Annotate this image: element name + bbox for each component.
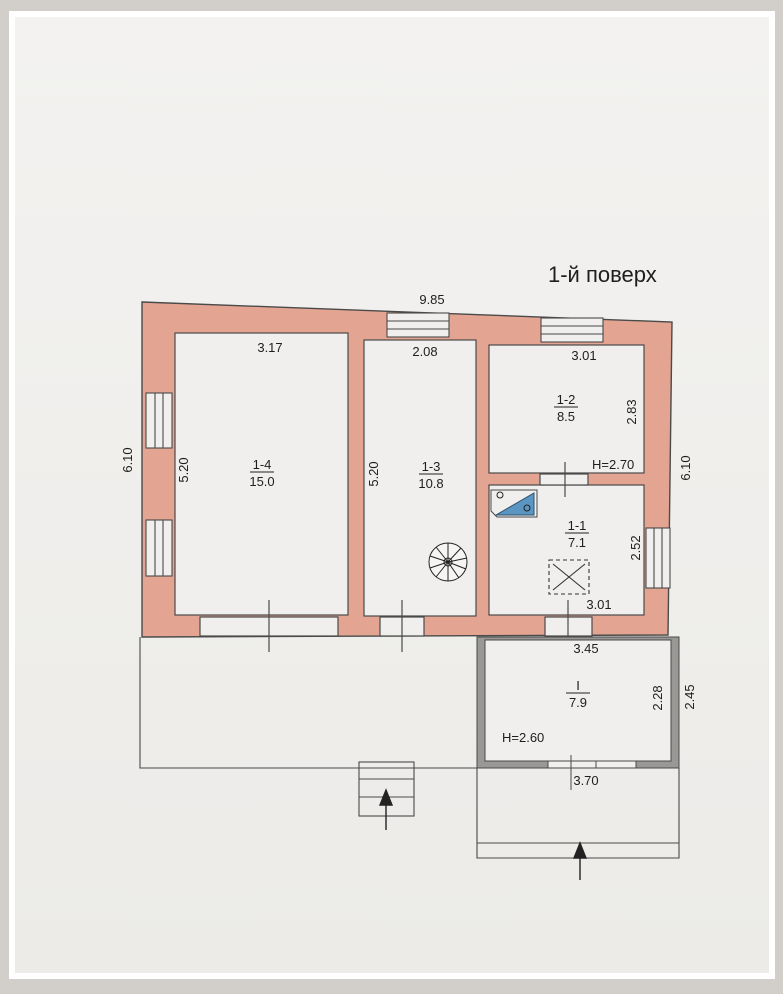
- dim-room-1-1-width: 3.01: [586, 597, 611, 612]
- ceiling-height-annex: H=2.60: [502, 730, 544, 745]
- doors: [199, 462, 593, 652]
- dim-annex-top-width: 3.45: [573, 641, 598, 656]
- dim-overall-width: 9.85: [419, 292, 444, 307]
- main-walls: [141, 301, 673, 638]
- window-right: [645, 527, 671, 589]
- room-1-3-floor: [363, 339, 477, 617]
- window-left-upper: [145, 392, 173, 449]
- windows: [145, 312, 671, 589]
- room-id: 1-2: [557, 392, 576, 407]
- stove-icon: [490, 489, 538, 518]
- room-id: 1-1: [568, 518, 587, 533]
- door-room-1-3: [379, 600, 425, 652]
- ceiling-height-main: H=2.70: [592, 457, 634, 472]
- dim-room-1-3-width: 2.08: [412, 344, 437, 359]
- room-area: 15.0: [249, 474, 274, 489]
- window-top-left: [386, 312, 450, 338]
- door-room-1-4: [199, 600, 339, 652]
- room-id: 1-3: [422, 459, 441, 474]
- hatch-icon: [548, 559, 590, 595]
- entry-arrow-icon: [378, 788, 394, 830]
- dim-annex-inner-height: 2.28: [650, 685, 665, 710]
- dim-room-1-4-width: 3.17: [257, 340, 282, 355]
- dim-annex-bottom-width: 3.70: [573, 773, 598, 788]
- annex-window: [547, 760, 637, 769]
- room-1-4-floor: [174, 332, 349, 616]
- dim-room-1-2-height: 2.83: [624, 399, 639, 424]
- room-area: 7.1: [568, 535, 586, 550]
- room-label-1-2: 1-2 8.5: [554, 392, 578, 424]
- room-label-annex: I 7.9: [566, 678, 590, 710]
- window-left-lower: [145, 519, 173, 577]
- room-id: 1-4: [253, 457, 272, 472]
- dim-overall-height-left: 6.10: [120, 447, 135, 472]
- dim-room-1-2-width: 3.01: [571, 348, 596, 363]
- dim-annex-outer-height: 2.45: [682, 684, 697, 709]
- room-1-2-floor: [488, 344, 645, 474]
- room-area: 10.8: [418, 476, 443, 491]
- door-room-1-2: [539, 462, 589, 497]
- window-top-right: [540, 317, 604, 343]
- room-id: I: [576, 678, 580, 693]
- terrace-outline: [139, 637, 477, 769]
- room-label-1-4: 1-4 15.0: [249, 457, 274, 489]
- spiral-stair-icon: [428, 542, 468, 582]
- room-area: 8.5: [557, 409, 575, 424]
- room-label-1-1: 1-1 7.1: [565, 518, 589, 550]
- door-room-1-1-south: [544, 600, 593, 650]
- floor-title: 1-й поверх: [548, 262, 657, 287]
- dim-room-1-4-height: 5.20: [176, 457, 191, 482]
- annex-walls: [476, 636, 680, 790]
- room-area: 7.9: [569, 695, 587, 710]
- dim-room-1-1-height: 2.52: [628, 535, 643, 560]
- dim-overall-height-right: 6.10: [678, 455, 693, 480]
- entry-arrow-icon: [572, 841, 588, 880]
- dim-room-1-3-height: 5.20: [366, 461, 381, 486]
- room-label-1-3: 1-3 10.8: [418, 459, 443, 491]
